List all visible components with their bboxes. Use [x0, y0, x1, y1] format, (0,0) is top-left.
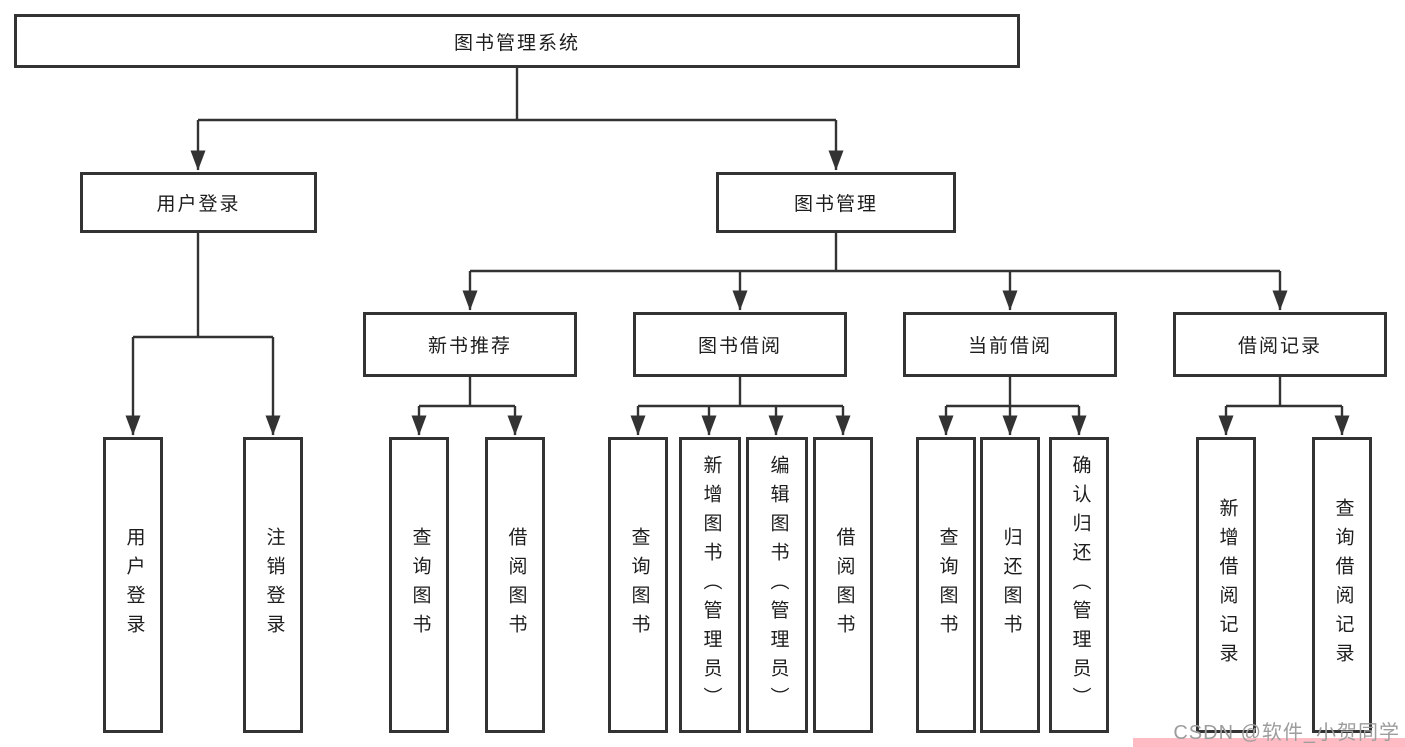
leaf-query-books-current-label: 查询图书: [936, 527, 958, 643]
leaf-query-books-borrow: 查询图书: [608, 437, 668, 733]
leaf-logout: 注销登录: [243, 437, 303, 733]
leaf-return-book-label: 归还图书: [1000, 527, 1022, 643]
leaf-add-borrow-record: 新增借阅记录: [1196, 437, 1256, 733]
leaf-add-book-admin-label: 新增图书（管理员）: [700, 454, 722, 716]
leaf-borrow-books-label: 借阅图书: [833, 527, 855, 643]
node-book-borrow-label: 图书借阅: [697, 336, 782, 357]
leaf-borrow-books: 借阅图书: [813, 437, 873, 733]
leaf-confirm-return-admin: 确认归还（管理员）: [1049, 437, 1109, 733]
node-user-login: 用户登录: [80, 172, 317, 233]
node-user-login-label: 用户登录: [156, 194, 241, 215]
leaf-edit-book-admin: 编辑图书（管理员）: [746, 437, 808, 733]
node-book-management: 图书管理: [716, 172, 956, 233]
csdn-watermark: CSDN @软件_小贺同学: [1173, 722, 1400, 744]
leaf-confirm-return-admin-label: 确认归还（管理员）: [1069, 454, 1091, 716]
leaf-logout-label: 注销登录: [263, 527, 285, 643]
leaf-borrow-books-recommend: 借阅图书: [485, 437, 545, 733]
node-new-book-recommend: 新书推荐: [363, 312, 577, 377]
leaf-user-login: 用户登录: [103, 437, 163, 733]
leaf-query-books-recommend: 查询图书: [389, 437, 449, 733]
node-library-system: 图书管理系统: [14, 14, 1020, 68]
leaf-add-book-admin: 新增图书（管理员）: [679, 437, 741, 733]
leaf-borrow-books-recommend-label: 借阅图书: [505, 527, 527, 643]
node-library-system-label: 图书管理系统: [453, 32, 580, 54]
leaf-add-borrow-record-label: 新增借阅记录: [1216, 498, 1238, 672]
node-current-borrow: 当前借阅: [903, 312, 1117, 377]
node-book-management-label: 图书管理: [793, 194, 878, 215]
leaf-edit-book-admin-label: 编辑图书（管理员）: [767, 454, 789, 716]
leaf-query-books-borrow-label: 查询图书: [628, 527, 650, 643]
node-current-borrow-label: 当前借阅: [967, 336, 1052, 357]
node-borrow-records: 借阅记录: [1173, 312, 1387, 377]
node-book-borrow: 图书借阅: [633, 312, 847, 377]
leaf-return-book: 归还图书: [980, 437, 1040, 733]
leaf-query-books-current: 查询图书: [916, 437, 976, 733]
watermark-accent-strip: [1133, 738, 1405, 747]
node-new-book-recommend-label: 新书推荐: [427, 336, 512, 357]
leaf-query-books-recommend-label: 查询图书: [409, 527, 431, 643]
leaf-query-borrow-record-label: 查询借阅记录: [1332, 498, 1354, 672]
leaf-user-login-label: 用户登录: [123, 527, 145, 643]
leaf-query-borrow-record: 查询借阅记录: [1312, 437, 1372, 733]
node-borrow-records-label: 借阅记录: [1237, 336, 1322, 357]
